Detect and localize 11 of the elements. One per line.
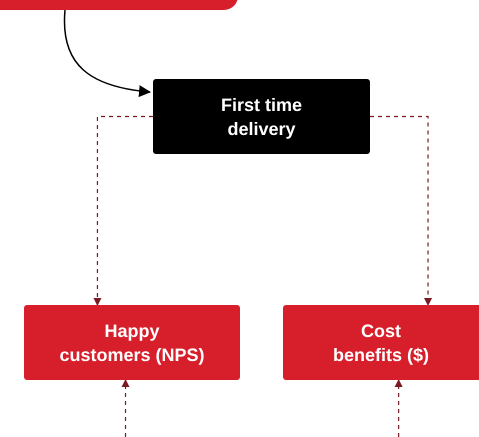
dashed-arrow: [122, 379, 130, 437]
process-box: [283, 305, 479, 380]
dashed-arrow: [93, 116, 153, 306]
dashed-arrow: [394, 379, 403, 437]
process-box: [153, 79, 370, 154]
box-label: Happy customers (NPS): [58, 320, 206, 366]
box-label: First time delivery: [220, 94, 304, 140]
box-label: Cost benefits ($): [332, 320, 430, 366]
dashed-arrow: [370, 116, 432, 306]
process-box: [24, 305, 240, 380]
curved-arrow: [64, 10, 151, 97]
